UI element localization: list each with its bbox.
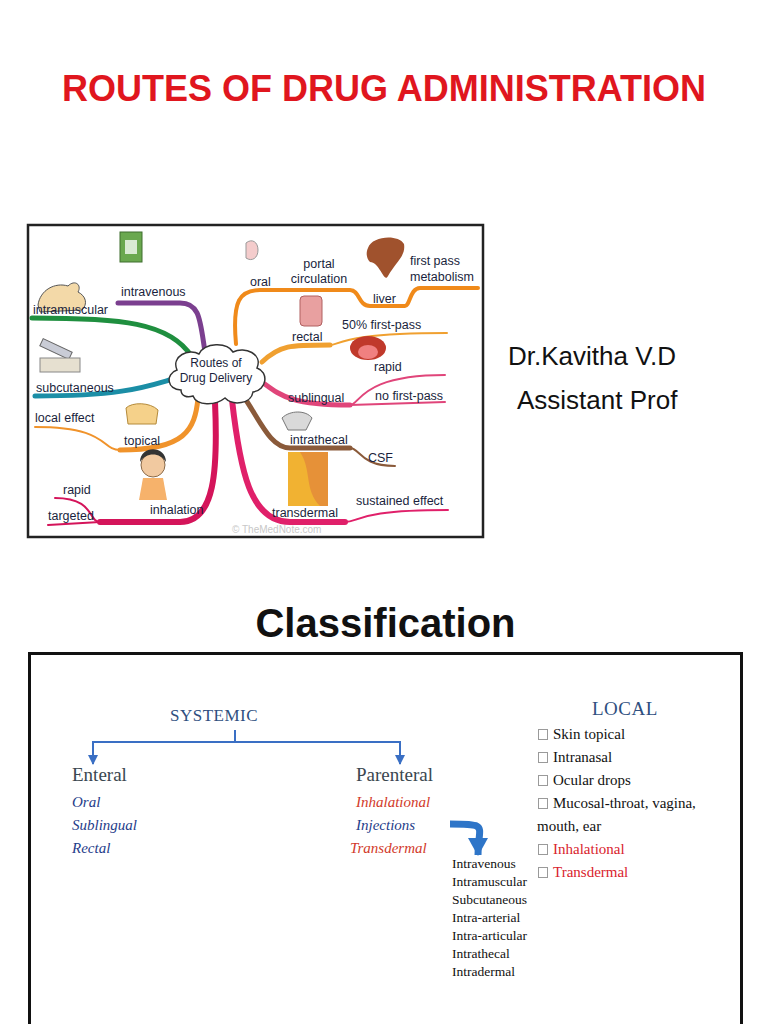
mouth-icon	[246, 241, 258, 260]
injection-item: Intradermal	[452, 963, 515, 981]
branch-line	[232, 400, 345, 522]
slide-title: ROUTES OF DRUG ADMINISTRATION	[0, 68, 768, 109]
branch-label: no first-pass	[375, 389, 443, 403]
injection-item: Subcutaneous	[452, 891, 527, 909]
injection-item: Intra-arterial	[452, 909, 520, 927]
branch-line	[35, 377, 180, 396]
cloud-shape	[169, 345, 265, 404]
list-item: Intranasal	[537, 746, 697, 769]
branch-label: subcutaneous	[36, 381, 114, 395]
route-item: Transdermal	[350, 840, 427, 857]
rectal-icon	[300, 296, 322, 326]
patch-photo	[288, 452, 328, 506]
local-list-node: LOCAL Skin topicalIntranasalOcular dropsM…	[537, 698, 742, 888]
mouth-icon	[350, 336, 386, 360]
tongue-icon	[358, 345, 378, 359]
route-item: Rectal	[72, 840, 110, 857]
branch-label: transdermal	[272, 506, 338, 520]
branch-line	[35, 427, 120, 450]
branch-label: sublingual	[288, 391, 344, 405]
hair-icon	[140, 449, 166, 462]
branch-label: intrathecal	[290, 433, 348, 447]
syringe-icon	[40, 339, 72, 360]
hand-icon	[126, 404, 158, 424]
category-node: SYSTEMIC	[170, 706, 300, 730]
branch-line	[350, 375, 445, 405]
route-item: Injections	[356, 817, 415, 834]
branch-label: oral	[250, 275, 271, 289]
branch-label: portal circulation	[284, 257, 354, 287]
branch-line	[262, 345, 330, 362]
injection-list: IntravenousIntramuscularSubcutaneousIntr…	[452, 855, 562, 990]
mindmap-icons	[38, 232, 404, 506]
route-item: Oral	[72, 794, 100, 811]
section-heading: Classification	[28, 600, 743, 646]
branch-label: CSF	[368, 451, 393, 465]
block-arrow-connector	[450, 824, 480, 855]
branch-line	[350, 448, 395, 466]
list-item: Transdermal	[537, 861, 697, 884]
mindmap-branches	[32, 288, 478, 525]
category-label: SYSTEMIC	[170, 706, 258, 726]
branch-label: liver	[373, 292, 396, 306]
branch-line	[345, 510, 448, 522]
branch-line	[262, 382, 350, 405]
branch-label: rapid	[374, 360, 402, 374]
branch-line	[118, 303, 205, 352]
bracket-connector	[93, 730, 235, 764]
classification-box: ClassificationSYSTEMICLOCALSkin topicalI…	[28, 652, 743, 1024]
author-name: Dr.Kavitha V.D	[508, 342, 676, 372]
group-heading: Enteral	[72, 764, 127, 786]
branch-line	[100, 402, 216, 522]
branch-line	[120, 398, 198, 450]
injection-item: Intramuscular	[452, 873, 527, 891]
branch-label: local effect	[35, 411, 95, 425]
cloud-text: Routes of Drug Delivery	[178, 356, 254, 386]
branch-label: inhalation	[150, 503, 204, 517]
branch-label: targeted	[48, 509, 94, 523]
mindmap-frame	[28, 225, 483, 537]
route-group: ParenteralInhalationalInjectionsTransder…	[350, 764, 450, 864]
author-title: Assistant Prof	[517, 386, 677, 416]
branch-label: topical	[124, 434, 160, 448]
iv-bag-icon	[125, 240, 137, 254]
route-item: Inhalational	[356, 794, 430, 811]
list-item: Skin topical	[537, 723, 697, 746]
body-icon	[139, 478, 167, 500]
branch-line	[235, 288, 478, 344]
injection-item: Intravenous	[452, 855, 516, 873]
route-item: Sublingual	[72, 817, 137, 834]
branch-label: 50% first-pass	[342, 318, 421, 332]
vertebra-icon	[282, 412, 312, 430]
list-item: Mucosal-throat, vagina, mouth, ear	[537, 792, 697, 838]
branch-label: intravenous	[121, 285, 186, 299]
bracket-connector	[235, 730, 400, 764]
patch-photo	[300, 452, 328, 506]
branch-label: rapid	[63, 483, 91, 497]
cloud-node: Routes of Drug Delivery	[163, 340, 269, 406]
injection-item: Intrathecal	[452, 945, 510, 963]
category-label: LOCAL	[592, 698, 658, 720]
branch-label: intramuscular	[33, 303, 108, 317]
branch-label: first pass metabolism	[410, 253, 480, 285]
list-item: Inhalational	[537, 838, 697, 861]
branch-line	[330, 333, 447, 345]
liver-icon	[367, 238, 405, 278]
list-item: Ocular drops	[537, 769, 697, 792]
route-group: EnteralOralSublingualRectal	[72, 764, 182, 864]
iv-bag-icon	[120, 232, 142, 262]
watermark: © TheMedNote.com	[232, 524, 321, 536]
branch-label: sustained effect	[356, 494, 443, 508]
skin-icon	[40, 358, 80, 372]
injection-item: Intra-articular	[452, 927, 527, 945]
branch-label: rectal	[292, 330, 323, 344]
group-heading: Parenteral	[356, 764, 433, 786]
